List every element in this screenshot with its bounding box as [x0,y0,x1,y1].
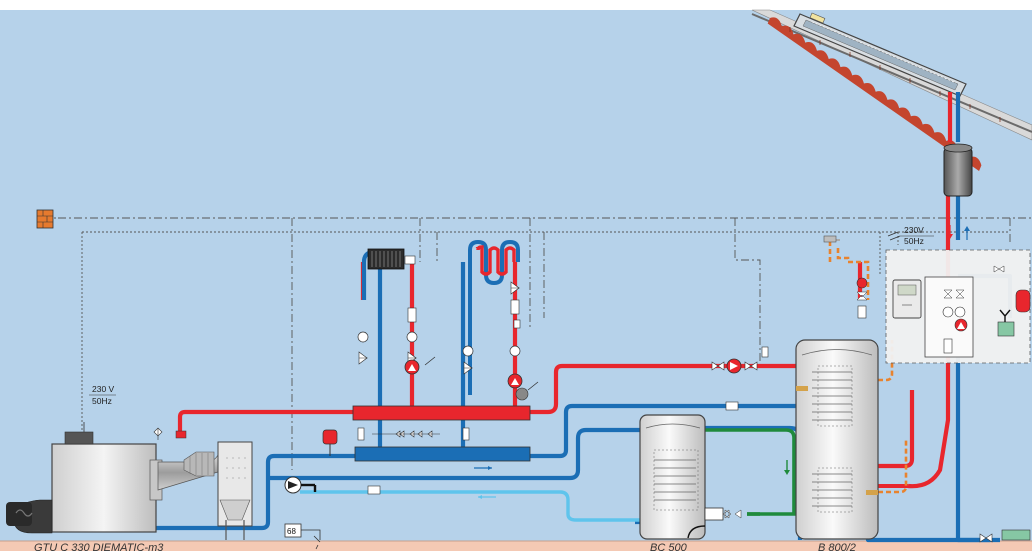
underfloor-coil-icon [468,239,520,395]
roof [751,9,1032,171]
tank-bc500 [639,414,706,540]
return-manifold [354,446,531,462]
thermometer-icon [357,331,521,357]
circulator-pump-icon [284,358,742,494]
control-wiring [48,217,1032,470]
check-valve-icon [367,485,381,495]
return-water-pipes [155,92,1013,543]
dhw-charge-valves [711,346,769,371]
boiler-power-frequency: 50Hz [92,396,112,406]
roof-tiles [767,17,982,171]
tank-b800-label: B 800/2 [818,542,856,551]
expansion-vessel-icon [322,429,338,456]
secondary-return-pipe [300,490,640,522]
dhw-mixer-valves [856,277,868,319]
solar-transfer-pipe [705,428,796,516]
flow-manifold [352,405,531,421]
gauge-value: 68 [287,527,296,536]
boiler-power-voltage: 230 V [92,384,115,394]
solar-station-components [942,265,1031,354]
flue-duct [157,451,219,491]
solar-collector [793,12,967,97]
domestic-hot-water-pipes [828,240,908,494]
mixing-valve-icon [424,356,539,401]
manifold-valves [357,427,470,441]
outdoor-sensor-icon [36,209,54,229]
temperature-gauge: 68 [284,523,321,550]
solar-power-voltage: 230V [904,225,924,235]
condensate-neutraliser [217,441,253,540]
drain-valve-icon [979,529,1031,543]
tank-bc500-label: BC 500 [650,542,688,551]
top-margin [0,0,1032,10]
boiler [6,431,163,534]
electric-element-icon [704,507,742,521]
tank-b800 [795,339,879,540]
solar-power-frequency: 50Hz [904,236,924,246]
air-separator-icon [943,143,973,197]
radiator-icon [367,248,416,270]
floor-strip [0,541,1032,551]
boiler-label: GTU C 330 DIEMATIC-m3 [34,542,164,551]
safety-valve-icon [153,427,187,440]
valve-icon [358,281,521,375]
solar-controller-icon [892,279,922,319]
